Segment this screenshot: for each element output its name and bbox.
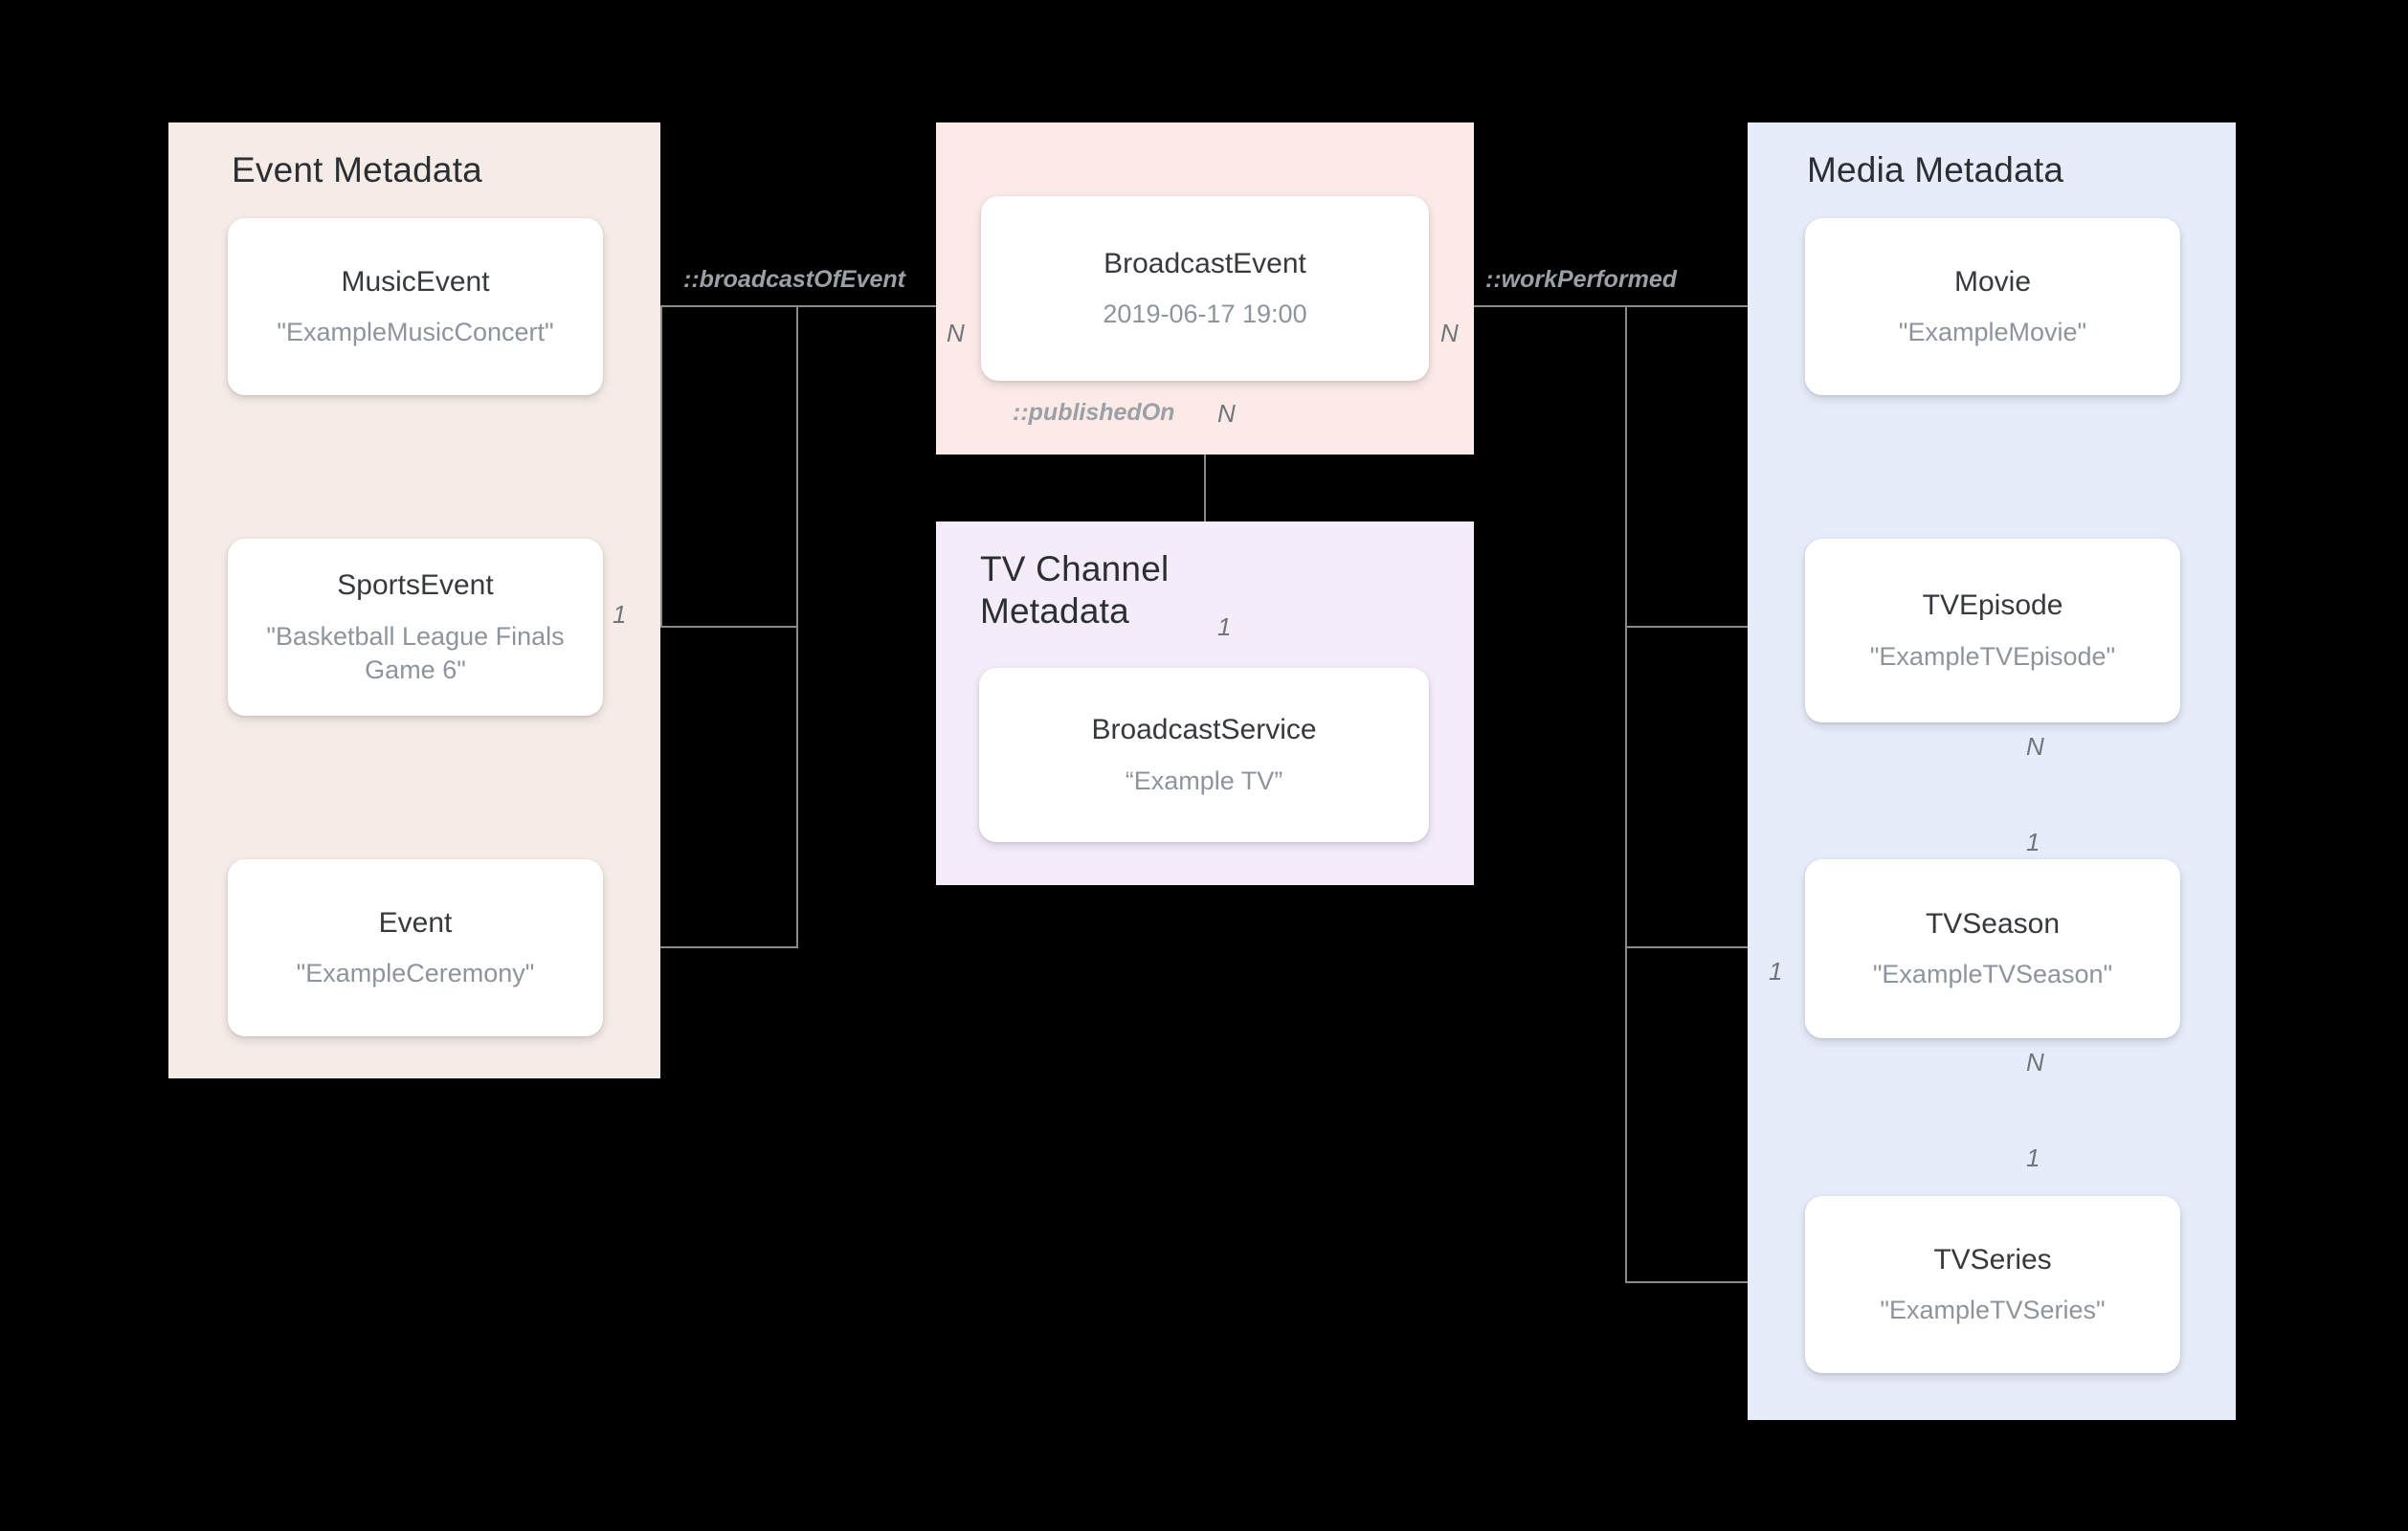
group-title-media-metadata: Media Metadata: [1807, 150, 2064, 189]
connector-sportsevent-bus: [603, 626, 798, 628]
connector-event-bus-vertical: [796, 305, 798, 948]
entity-class-event: Event: [378, 906, 453, 939]
connector-broadcastevent-movie: [1474, 305, 1805, 307]
cardinality-broadcastservice-1: 1: [1217, 612, 1232, 641]
cardinality-tvseason-1-left: 1: [1769, 957, 1783, 986]
connector-event-bus: [603, 946, 798, 948]
entity-value-event: "ExampleCeremony": [296, 959, 535, 988]
connector-event-panel-riser: [660, 305, 662, 627]
cardinality-broadcastevent-right-n: N: [1440, 319, 1459, 347]
entity-value-musicevent: "ExampleMusicConcert": [277, 318, 554, 347]
relation-label-published-on: ::publishedOn: [1013, 399, 1175, 426]
entity-value-broadcastservice: “Example TV”: [1125, 766, 1283, 795]
entity-class-sportsevent: SportsEvent: [337, 569, 494, 602]
entity-class-broadcastservice: BroadcastService: [1091, 714, 1317, 746]
cardinality-tvseries-1: 1: [2026, 1143, 2040, 1172]
entity-class-tvepisode: TVEpisode: [1922, 589, 2063, 622]
entity-card-sportsevent[interactable]: SportsEvent "Basketball League Finals Ga…: [228, 539, 603, 716]
cardinality-publishedon-n: N: [1217, 399, 1236, 428]
entity-class-broadcastevent: BroadcastEvent: [1104, 247, 1306, 279]
connector-bus-tvseries: [1625, 1281, 1805, 1283]
group-title-tv-channel-metadata: TV Channel Metadata: [980, 549, 1170, 631]
relation-label-broadcast-of-event: ::broadcastOfEvent: [683, 266, 905, 293]
entity-value-broadcastevent: 2019-06-17 19:00: [1103, 300, 1307, 329]
cardinality-broadcastevent-left-n: N: [947, 319, 965, 347]
entity-value-movie: "ExampleMovie": [1898, 318, 2087, 347]
relation-label-work-performed: ::workPerformed: [1485, 266, 1678, 293]
entity-card-musicevent[interactable]: MusicEvent "ExampleMusicConcert": [228, 218, 603, 395]
cardinality-tvepisode-n: N: [2026, 732, 2044, 761]
entity-card-broadcastevent[interactable]: BroadcastEvent 2019-06-17 19:00: [981, 196, 1429, 381]
entity-card-broadcastservice[interactable]: BroadcastService “Example TV”: [979, 668, 1429, 842]
entity-value-tvepisode: "ExampleTVEpisode": [1869, 641, 2116, 671]
entity-card-tvepisode[interactable]: TVEpisode "ExampleTVEpisode": [1805, 539, 2180, 722]
entity-card-movie[interactable]: Movie "ExampleMovie": [1805, 218, 2180, 395]
connector-bus-tvepisode: [1625, 626, 1805, 628]
cardinality-tvseason-1-top: 1: [2026, 828, 2040, 856]
cardinality-sportsevent-1: 1: [613, 600, 627, 629]
entity-class-tvseason: TVSeason: [1925, 907, 2061, 940]
connector-media-bus-vertical: [1625, 305, 1627, 1283]
entity-class-musicevent: MusicEvent: [341, 265, 490, 298]
entity-value-tvseason: "ExampleTVSeason": [1872, 960, 2113, 989]
entity-class-movie: Movie: [1953, 265, 2032, 298]
entity-value-sportsevent: "Basketball League Finals Game 6": [266, 621, 565, 684]
group-title-event-metadata: Event Metadata: [232, 150, 482, 189]
entity-card-tvseason[interactable]: TVSeason "ExampleTVSeason": [1805, 859, 2180, 1038]
entity-value-tvseries: "ExampleTVSeries": [1880, 1296, 2106, 1325]
cardinality-tvseason-n: N: [2026, 1048, 2044, 1076]
entity-card-tvseries[interactable]: TVSeries "ExampleTVSeries": [1805, 1196, 2180, 1373]
connector-bus-tvseason: [1625, 946, 1805, 948]
connector-musicevent-broadcastevent: [603, 305, 936, 307]
entity-class-tvseries: TVSeries: [1933, 1243, 2052, 1276]
entity-card-event[interactable]: Event "ExampleCeremony": [228, 859, 603, 1036]
